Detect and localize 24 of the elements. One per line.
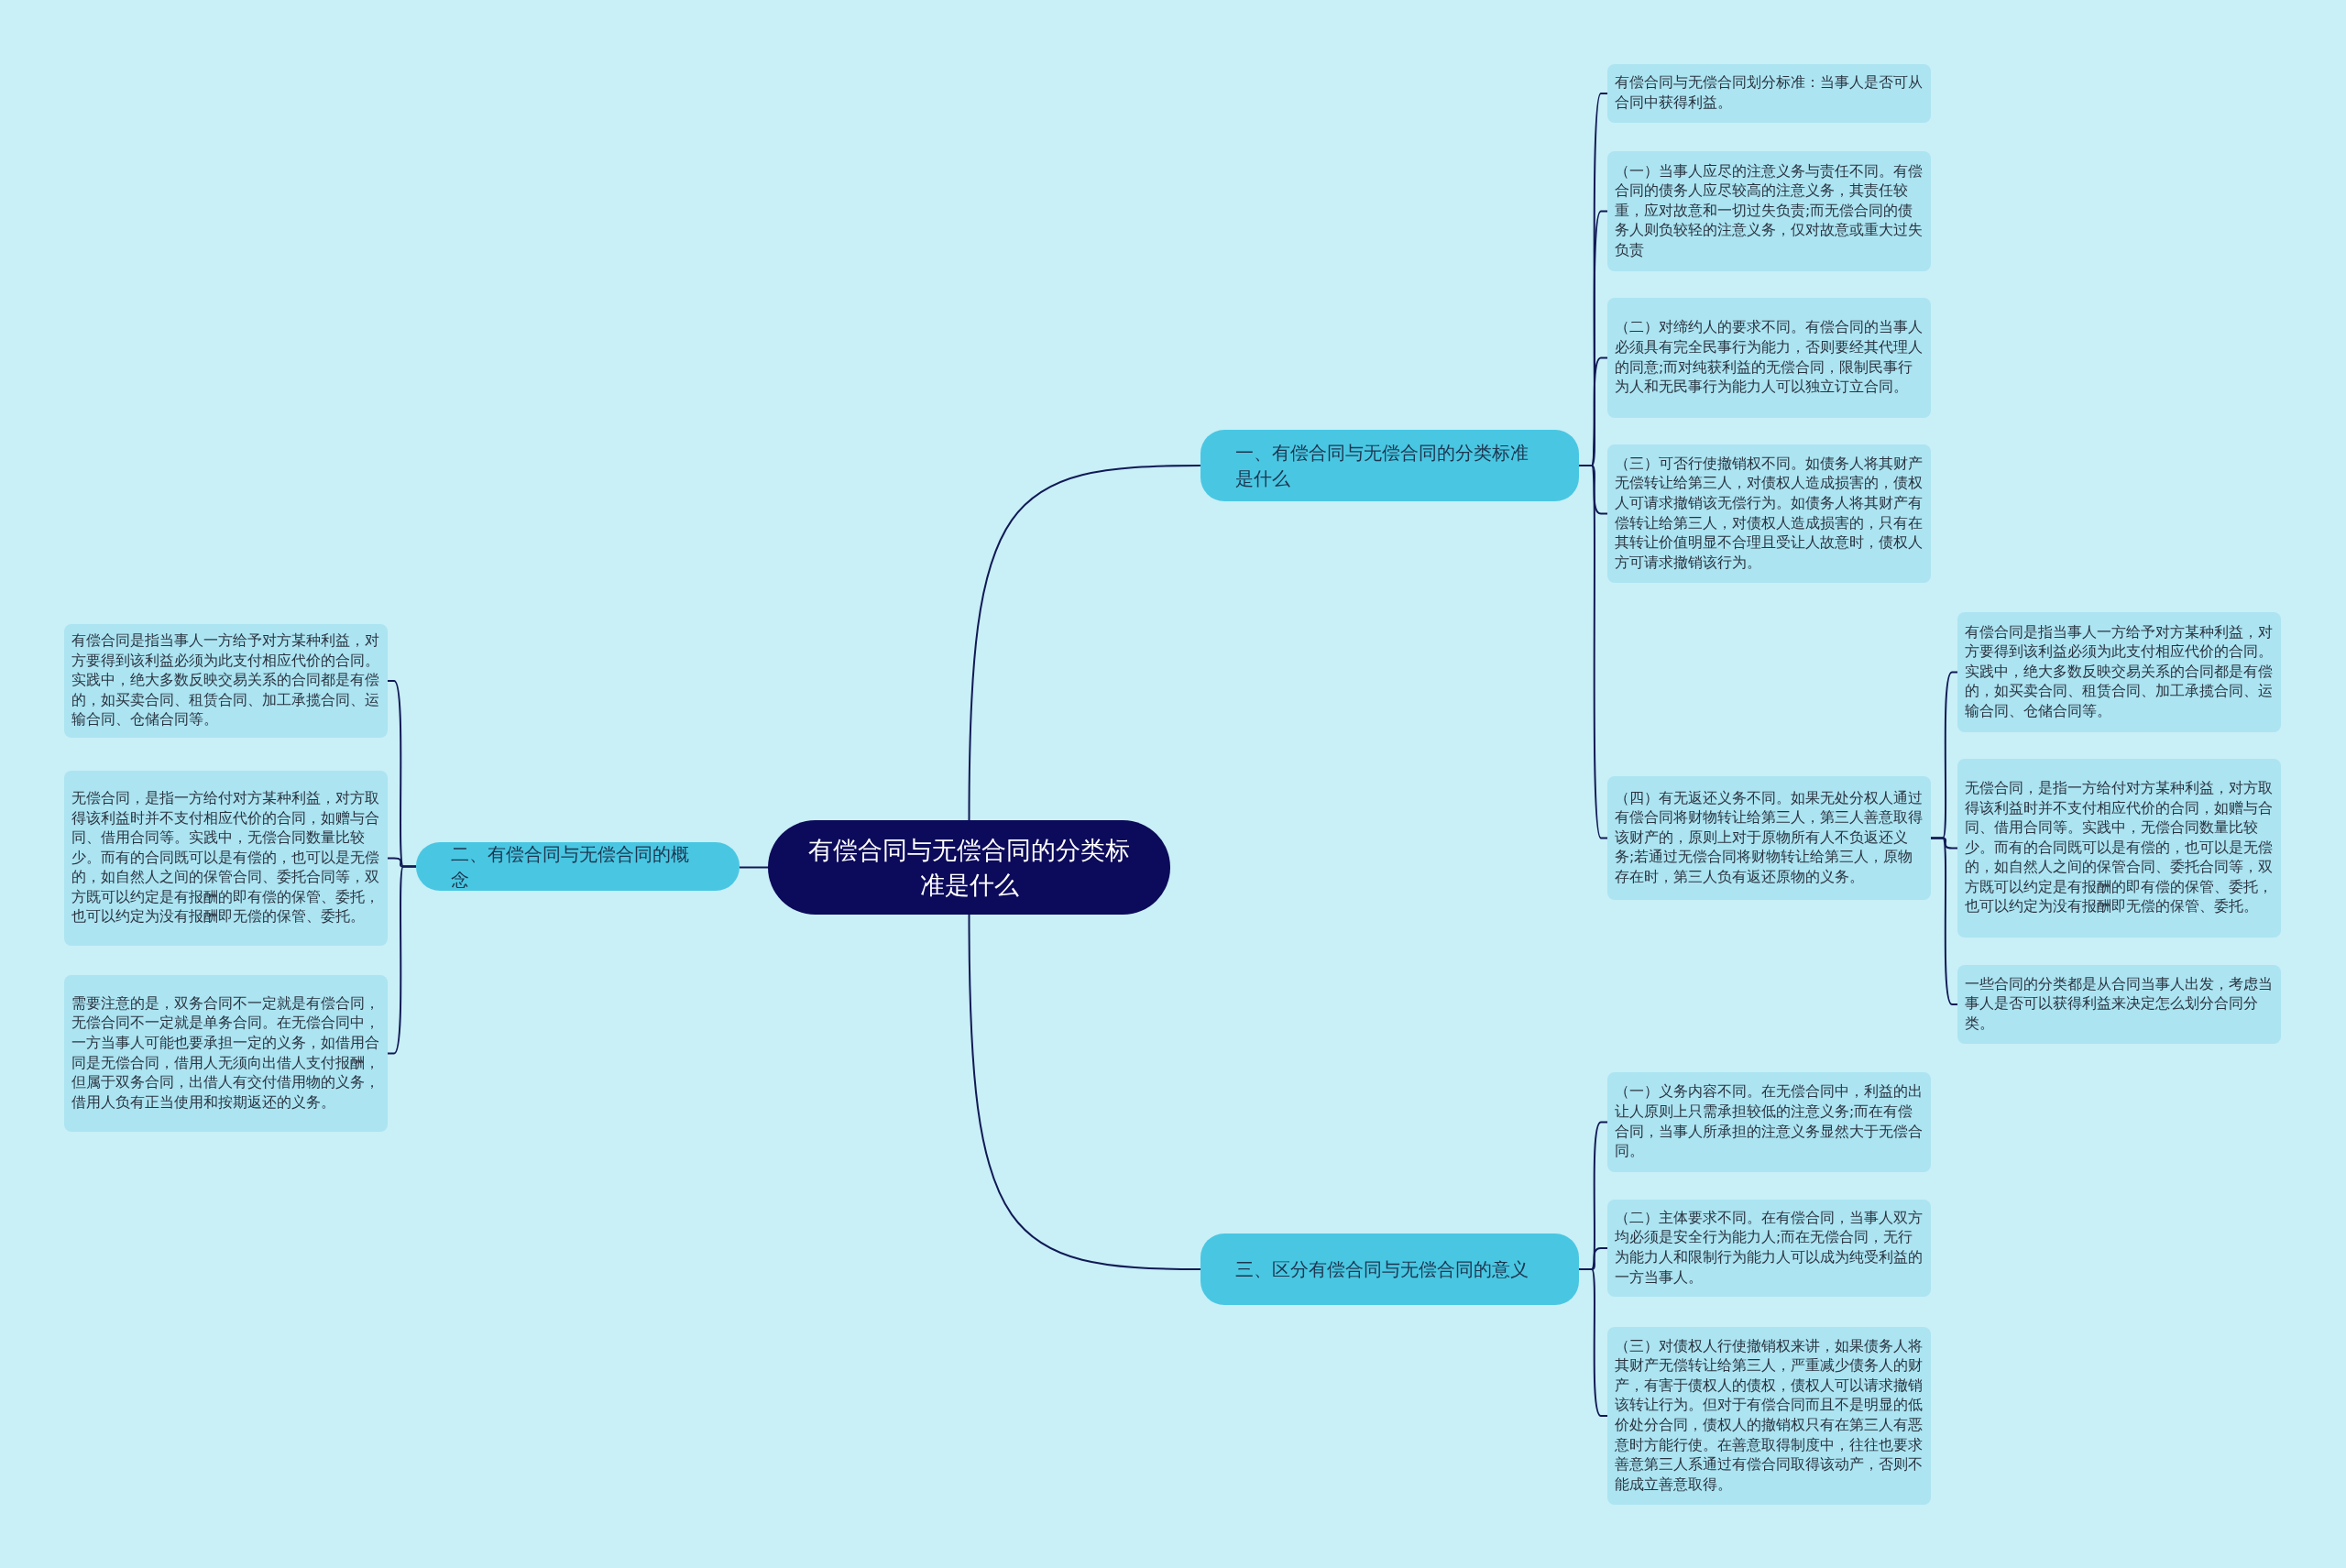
note-box: 无偿合同，是指一方给付对方某种利益，对方取得该利益时并不支付相应代价的合同，如赠与合同、借用合同等。实践中，无偿合同数量比较少。而有的合同既可以是有偿的，也可以是无偿的，如自然人之间的保管合同、委托合同等，双方既可以约定是有报酬的即有偿的保管、委托，也可以约定为没有报酬即无偿的保管、委托。 xyxy=(64,771,388,946)
branch-topic-box: 二、有偿合同与无偿合同的概念 xyxy=(416,842,740,891)
connector-line xyxy=(968,914,1201,1270)
note-box: 需要注意的是，双务合同不一定就是有偿合同，无偿合同不一定就是单务合同。在无偿合同中，一方当事人可能也要承担一定的义务，如借用合同是无偿合同，借用人无须向出借人支付报酬，但属于双务合同，出借人有交付借用物的义务，借用人负有正当使用和按期返还的义务。 xyxy=(64,975,388,1132)
branch-topic-box: 一、有偿合同与无偿合同的分类标准是什么 xyxy=(1200,430,1579,501)
branch-topic-box: 三、区分有偿合同与无偿合同的意义 xyxy=(1200,1234,1579,1305)
connector-line xyxy=(1930,837,1958,1005)
note-box: （三）可否行使撤销权不同。如债务人将其财产无偿转让给第三人，对债权人造成损害的，债权人可请求撤销该无偿行为。如债务人将其财产有偿转让给第三人，对债权人造成损害的，只有在其转让价值明显不合理且受让人故意时，债权人方可请求撤销该行为。 xyxy=(1607,444,1931,583)
note-box: （一）义务内容不同。在无偿合同中，利益的出让人原则上只需承担较低的注意义务;而在有偿合同，当事人所承担的注意义务显然大于无偿合同。 xyxy=(1607,1072,1931,1172)
note-box: 有偿合同是指当事人一方给予对方某种利益，对方要得到该利益必须为此支付相应代价的合同。实践中，绝大多数反映交易关系的合同都是有偿的，如买卖合同、租赁合同、加工承揽合同、运输合同、仓储合同等。 xyxy=(64,624,388,738)
note-box: 有偿合同与无偿合同划分标准：当事人是否可从合同中获得利益。 xyxy=(1607,64,1931,123)
note-box: （二）对缔约人的要求不同。有偿合同的当事人必须具有完全民事行为能力，否则要经其代理人的同意;而对纯获利益的无偿合同，限制民事行为人和无民事行为能力人可以独立订立合同。 xyxy=(1607,298,1931,418)
note-box: 一些合同的分类都是从合同当事人出发，考虑当事人是否可以获得利益来决定怎么划分合同分类。 xyxy=(1957,965,2281,1044)
connector-line xyxy=(739,866,769,869)
note-box: （二）主体要求不同。在有偿合同，当事人双方均必须是安全行为能力人;而在无偿合同，无行为能力人和限制行为能力人可以成为纯受利益的一方当事人。 xyxy=(1607,1200,1931,1297)
note-box: （一）当事人应尽的注意义务与责任不同。有偿合同的债务人应尽较高的注意义务，其责任较重，应对故意和一切过失负责;而无偿合同的债务人则负较轻的注意义务，仅对故意或重大过失负责 xyxy=(1607,151,1931,271)
note-box: 无偿合同，是指一方给付对方某种利益，对方取得该利益时并不支付相应代价的合同，如赠与合同、借用合同等。实践中，无偿合同数量比较少。而有的合同既可以是有偿的，也可以是无偿的，如自然人之间的保管合同、委托合同等，双方既可以约定是有报酬的即有偿的保管、委托，也可以约定为没有报酬即无偿的保管、委托。 xyxy=(1957,759,2281,938)
note-box: （四）有无返还义务不同。如果无处分权人通过有偿合同将财物转让给第三人，第三人善意取得该财产的，原则上对于原物所有人不负返还义务;若通过无偿合同将财物转让给第三人，原物存在时，第三人负有返还原物的义务。 xyxy=(1607,776,1931,900)
connector-line xyxy=(1578,1268,1608,1417)
connector-line xyxy=(968,465,1201,821)
central-topic-box: 有偿合同与无偿合同的分类标准是什么 xyxy=(768,820,1170,915)
connector-line xyxy=(387,865,417,1055)
note-box: （三）对债权人行使撤销权来讲，如果债务人将其财产无偿转让给第三人，严重减少债务人的财产，有害于债权人的债权，债权人可以请求撤销该转让行为。但对于有偿合同而且不是明显的低价处分合同，债权人的撤销权只有在第三人有恶意时方能行使。在善意取得制度中，往往也要求善意第三人系通过有偿合同取得该动产，否则不能成立善意取得。 xyxy=(1607,1327,1931,1505)
note-box: 有偿合同是指当事人一方给予对方某种利益，对方要得到该利益必须为此支付相应代价的合同。实践中，绝大多数反映交易关系的合同都是有偿的，如买卖合同、租赁合同、加工承揽合同、运输合同、仓储合同等。 xyxy=(1957,612,2281,732)
